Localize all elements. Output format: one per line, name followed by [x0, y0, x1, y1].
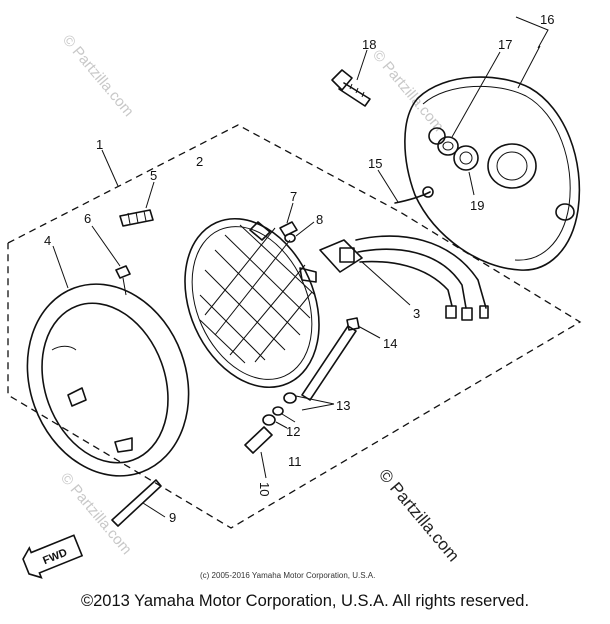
callout-3: 3 — [413, 306, 420, 321]
callout-16: 16 — [540, 12, 554, 27]
footer-copyright: ©2013 Yamaha Motor Corporation, U.S.A. A… — [80, 592, 530, 610]
watermark-top-left: © Partzilla.com — [59, 32, 137, 120]
callout-6: 6 — [84, 211, 91, 226]
callout-11: 11 — [288, 454, 302, 469]
bolt-18 — [331, 69, 371, 107]
watermark-bottom-right: © Partzilla.com — [375, 465, 463, 565]
sealed-beam-unit — [184, 217, 320, 389]
callout-12: 12 — [286, 424, 300, 439]
diagram-copyright: (c) 2005-2016 Yamaha Motor Corporation, … — [200, 571, 375, 580]
headlight-housing — [404, 76, 581, 271]
callout-18: 18 — [362, 37, 376, 52]
callout-7: 7 — [290, 189, 297, 204]
callout-14: 14 — [383, 336, 397, 351]
assembly-boundary — [7, 124, 582, 529]
fwd-arrow-icon: FWD — [22, 534, 84, 579]
callout-8: 8 — [316, 212, 323, 227]
grommet-19 — [453, 145, 479, 171]
headlight-rim — [26, 283, 190, 477]
callout-9: 9 — [169, 510, 176, 525]
callout-15: 15 — [368, 156, 382, 171]
wire-harness — [319, 235, 489, 321]
callout-4: 4 — [44, 233, 51, 248]
callout-5: 5 — [150, 168, 157, 183]
callout-13: 13 — [336, 398, 350, 413]
screw-5 — [119, 209, 154, 227]
callout-17: 17 — [498, 37, 512, 52]
callout-10: 10 — [257, 482, 272, 496]
grommet-17 — [437, 136, 459, 156]
watermark-top-right: © Partzilla.com — [369, 47, 447, 135]
callout-2: 2 — [196, 154, 203, 169]
callout-1: 1 — [96, 137, 103, 152]
callout-19: 19 — [470, 198, 484, 213]
